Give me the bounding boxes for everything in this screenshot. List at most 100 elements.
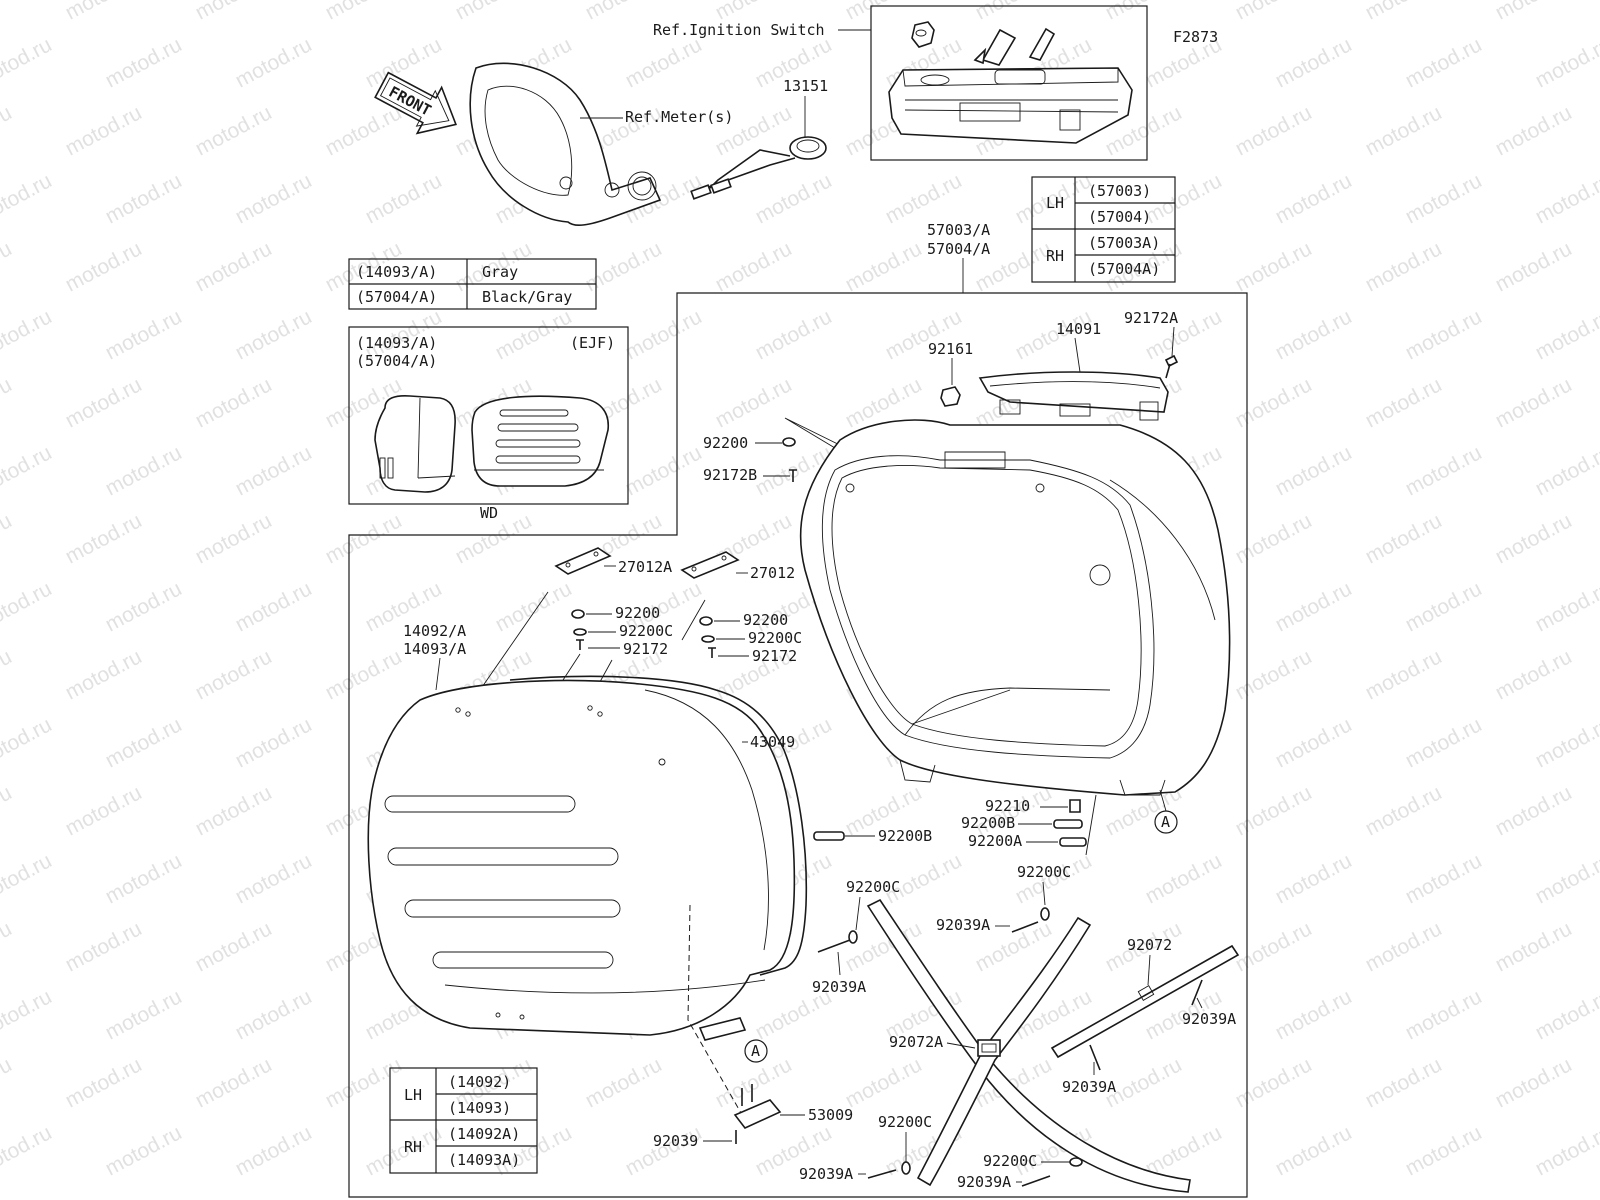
part-label-92200C-a: 92200C bbox=[846, 878, 900, 896]
watermark-text: motod.ru bbox=[622, 305, 706, 364]
part-label-92039A-d: 92039A bbox=[1062, 1078, 1116, 1096]
watermark-text: motod.ru bbox=[192, 101, 276, 160]
watermark-text: motod.ru bbox=[1532, 33, 1600, 92]
pin-icon bbox=[867, 1169, 897, 1179]
color-table: (14093/A) Gray (57004/A) Black/Gray bbox=[348, 258, 597, 310]
watermark-text: motod.ru bbox=[0, 781, 16, 840]
case-table-rh: RH bbox=[1046, 247, 1064, 265]
watermark-text: motod.ru bbox=[1402, 849, 1486, 908]
watermark-text: motod.ru bbox=[62, 373, 146, 432]
watermark-text: motod.ru bbox=[62, 101, 146, 160]
watermark-text: motod.ru bbox=[622, 33, 706, 92]
watermark-text: motod.ru bbox=[0, 985, 56, 1044]
watermark-text: motod.ru bbox=[1532, 441, 1600, 500]
watermark-text: motod.ru bbox=[1102, 0, 1186, 24]
watermark-text: motod.ru bbox=[1232, 1053, 1316, 1112]
watermark-text: motod.ru bbox=[712, 373, 796, 432]
washer-icon bbox=[699, 616, 713, 626]
watermark-text: motod.ru bbox=[1532, 985, 1600, 1044]
watermark-text: motod.ru bbox=[1272, 713, 1356, 772]
washer-icon bbox=[701, 635, 715, 643]
part-label-92039A-b: 92039A bbox=[936, 916, 990, 934]
watermark-text: motod.ru bbox=[1402, 305, 1486, 364]
lid-table-cell: (14093) bbox=[448, 1099, 511, 1117]
watermark-text: motod.ru bbox=[752, 305, 836, 364]
watermark-text: motod.ru bbox=[62, 1053, 146, 1112]
lid-part-table: LH RH (14092) (14093) (14092A) (14093A) bbox=[389, 1067, 538, 1174]
color-table-part: (57004/A) bbox=[356, 288, 437, 306]
watermark-text: motod.ru bbox=[0, 101, 16, 160]
watermark-text: motod.ru bbox=[102, 985, 186, 1044]
watermark-text: motod.ru bbox=[492, 305, 576, 364]
watermark-text: motod.ru bbox=[1142, 169, 1226, 228]
watermark-text: motod.ru bbox=[1272, 849, 1356, 908]
watermark-text: motod.ru bbox=[362, 169, 446, 228]
variant-code: (EJF) bbox=[570, 334, 615, 352]
watermark-text: motod.ru bbox=[1362, 781, 1446, 840]
part-label-57003A: 57003/A bbox=[927, 221, 990, 239]
part-label-14092A: 14092/A bbox=[403, 622, 466, 640]
watermark-text: motod.ru bbox=[192, 237, 276, 296]
case-table-cell: (57004) bbox=[1088, 208, 1151, 226]
watermark-text: motod.ru bbox=[232, 441, 316, 500]
part-label-92172-r: 92172 bbox=[752, 647, 797, 665]
watermark-text: motod.ru bbox=[0, 237, 16, 296]
watermark-text: motod.ru bbox=[0, 509, 16, 568]
watermark-text: motod.ru bbox=[0, 713, 56, 772]
watermark-text: motod.ru bbox=[62, 645, 146, 704]
watermark-text: motod.ru bbox=[1142, 849, 1226, 908]
watermark-text: motod.ru bbox=[322, 645, 406, 704]
meter-housing-icon bbox=[469, 62, 662, 227]
variant-box: (14093/A) (57004/A) (EJF) WD bbox=[348, 326, 629, 522]
watermark-text: motod.ru bbox=[1402, 169, 1486, 228]
strap-92072-icon bbox=[1050, 944, 1240, 1059]
pin-icon bbox=[1021, 1175, 1051, 1187]
watermark-text: motod.ru bbox=[882, 169, 966, 228]
watermark-text: motod.ru bbox=[102, 441, 186, 500]
watermark-text: motod.ru bbox=[842, 0, 926, 24]
color-table-color: Black/Gray bbox=[482, 288, 572, 306]
watermark-text: motod.ru bbox=[0, 441, 56, 500]
watermark-text: motod.ru bbox=[1272, 441, 1356, 500]
case-table-cell: (57004A) bbox=[1088, 260, 1160, 278]
watermark-text: motod.ru bbox=[1232, 237, 1316, 296]
power-socket-icon bbox=[690, 136, 827, 200]
cushion-icon bbox=[940, 386, 961, 407]
watermark-text: motod.ru bbox=[62, 0, 146, 24]
watermark-text: motod.ru bbox=[1362, 237, 1446, 296]
watermark-text: motod.ru bbox=[622, 1121, 706, 1180]
pin-icon bbox=[1089, 1044, 1101, 1071]
watermark-text: motod.ru bbox=[232, 169, 316, 228]
ignition-switch-ref-box bbox=[870, 5, 1148, 161]
watermark-text: motod.ru bbox=[1272, 305, 1356, 364]
watermark-text: motod.ru bbox=[1362, 1053, 1446, 1112]
pin-icon bbox=[1191, 979, 1203, 1006]
watermark-text: motod.ru bbox=[62, 781, 146, 840]
watermark-text: motod.ru bbox=[1532, 169, 1600, 228]
watermark-text: motod.ru bbox=[622, 441, 706, 500]
watermark-text: motod.ru bbox=[1402, 577, 1486, 636]
part-label-14093A: 14093/A bbox=[403, 640, 466, 658]
watermark-text: motod.ru bbox=[322, 0, 406, 24]
watermark-text: motod.ru bbox=[232, 985, 316, 1044]
part-label-92200B-r: 92200B bbox=[961, 814, 1015, 832]
washer-icon bbox=[901, 1161, 911, 1175]
variant-part-1: (14093/A) bbox=[356, 334, 437, 352]
lid-table-lh: LH bbox=[404, 1086, 422, 1104]
watermark-text: motod.ru bbox=[62, 509, 146, 568]
watermark-text: motod.ru bbox=[1272, 169, 1356, 228]
watermark-text: motod.ru bbox=[192, 0, 276, 24]
watermark-text: motod.ru bbox=[62, 237, 146, 296]
watermark-text: motod.ru bbox=[62, 917, 146, 976]
watermark-text: motod.ru bbox=[972, 0, 1056, 24]
part-label-27012: 27012 bbox=[750, 564, 795, 582]
watermark-text: motod.ru bbox=[1232, 101, 1316, 160]
watermark-text: motod.ru bbox=[1532, 305, 1600, 364]
watermark-text: motod.ru bbox=[192, 917, 276, 976]
watermark-text: motod.ru bbox=[1362, 373, 1446, 432]
watermark-text: motod.ru bbox=[0, 0, 16, 24]
watermark-text: motod.ru bbox=[1362, 917, 1446, 976]
part-label-43049: 43049 bbox=[750, 733, 795, 751]
watermark-text: motod.ru bbox=[1232, 0, 1316, 24]
